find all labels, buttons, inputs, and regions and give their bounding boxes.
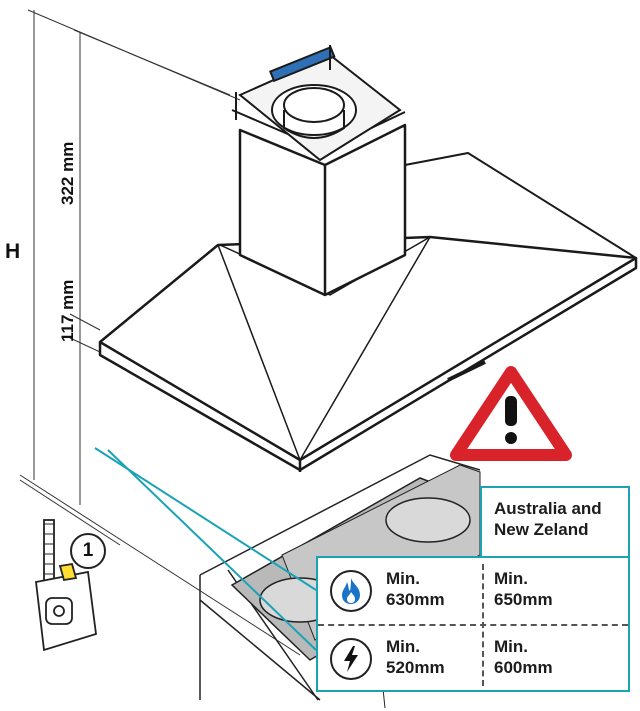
region-header-line1: Australia and (494, 499, 602, 518)
callout-lines (94, 447, 317, 651)
step-number-badge: 1 (70, 533, 106, 569)
clearance-table: Min. 630mm Min. 650mm Min. 520mm Min. 60… (316, 556, 630, 692)
dimension-lines (19, 9, 301, 656)
gas-flame-icon (330, 570, 372, 612)
row-divider (318, 624, 628, 626)
region-header: Australia and New Zeland (480, 486, 630, 556)
electric-min-value-2: Min. 600mm (494, 637, 553, 677)
table-row-electric: Min. 520mm Min. 600mm (318, 626, 628, 692)
gas-min-value-1: Min. 630mm (386, 569, 445, 609)
warning-triangle-icon (450, 366, 572, 461)
gas-min-value-2: Min. 650mm (494, 569, 553, 609)
measuring-tape-icon (35, 519, 97, 652)
chimney-height-label: 322 mm (58, 141, 77, 205)
electric-bolt-icon (330, 638, 372, 680)
column-divider (482, 564, 484, 686)
canopy-height-label: 117 mm (58, 279, 77, 342)
electric-min-value-1: Min. 520mm (386, 637, 445, 677)
fan-outlet (235, 45, 402, 162)
table-row-gas: Min. 630mm Min. 650mm (318, 558, 628, 624)
total-height-label: H (5, 240, 21, 263)
region-header-line2: New Zeland (494, 520, 589, 539)
